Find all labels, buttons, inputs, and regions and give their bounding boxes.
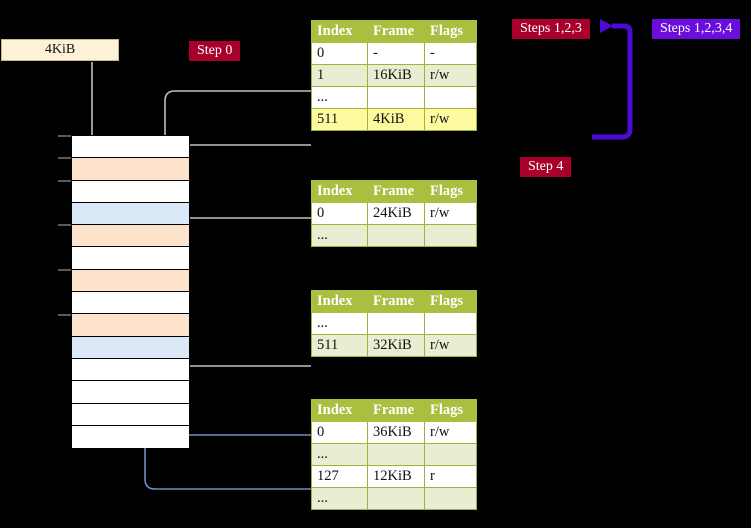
memory-frame-row	[72, 336, 189, 359]
step-0-label: Step 0	[189, 41, 241, 61]
column-header-index: Index	[311, 399, 368, 422]
column-header-flags: Flags	[424, 290, 477, 313]
table-row: ...	[311, 224, 477, 247]
flags-cell: r/w	[424, 108, 477, 131]
memory-frame-row	[72, 292, 189, 315]
step-4-label: Step 4	[520, 157, 572, 177]
column-header-flags: Flags	[424, 20, 477, 43]
flags-cell: r/w	[424, 64, 477, 87]
step-4-text: Step 4	[528, 159, 564, 174]
physical-memory-column	[71, 135, 190, 449]
table-row: ...	[311, 487, 477, 510]
index-cell: ...	[311, 224, 368, 247]
index-cell: 0	[311, 42, 368, 65]
frame-cell	[367, 312, 425, 335]
flags-cell: r/w	[424, 202, 477, 225]
frame-cell: -	[367, 42, 425, 65]
steps-123-text: Steps 1,2,3	[520, 21, 582, 36]
frame-cell	[367, 443, 425, 466]
index-cell: ...	[311, 487, 368, 510]
column-header-index: Index	[311, 20, 368, 43]
index-cell: ...	[311, 312, 368, 335]
index-cell: 0	[311, 202, 368, 225]
memory-frame-row	[72, 381, 189, 404]
frame-cell: 24KiB	[367, 202, 425, 225]
frame-cell: 16KiB	[367, 64, 425, 87]
table-row: ...	[311, 443, 477, 466]
column-header-flags: Flags	[424, 399, 477, 422]
steps-1234-text: Steps 1,2,3,4	[660, 21, 733, 36]
frame-cell	[367, 487, 425, 510]
flags-cell: r	[424, 465, 477, 488]
table-row: ...	[311, 312, 477, 335]
memory-frame-row	[72, 403, 189, 426]
frame-size-label: 4KiB	[44, 42, 76, 57]
memory-frame-row	[72, 358, 189, 382]
memory-frame-row	[72, 136, 189, 159]
column-header-flags: Flags	[424, 180, 477, 203]
column-header-frame: Frame	[367, 290, 425, 313]
flags-cell: r/w	[424, 421, 477, 444]
frame-cell	[367, 86, 425, 109]
index-cell: 1	[311, 64, 368, 87]
steps-1234-label: Steps 1,2,3,4	[652, 19, 741, 39]
frame-cell: 32KiB	[367, 334, 425, 357]
memory-frame-row	[72, 425, 189, 449]
index-cell: 511	[311, 108, 368, 131]
flags-cell	[424, 487, 477, 510]
index-cell: 511	[311, 334, 368, 357]
frame-cell: 36KiB	[367, 421, 425, 444]
column-header-frame: Frame	[367, 20, 425, 43]
memory-frame-row	[72, 202, 189, 226]
memory-frame-row	[72, 225, 189, 248]
flags-cell: -	[424, 42, 477, 65]
step-0-text: Step 0	[197, 43, 233, 58]
index-cell: 127	[311, 465, 368, 488]
flags-cell	[424, 86, 477, 109]
table-row: 0--	[311, 42, 477, 65]
index-cell: 0	[311, 421, 368, 444]
memory-frame-row	[72, 158, 189, 181]
frame-cell: 12KiB	[367, 465, 425, 488]
column-header-frame: Frame	[367, 399, 425, 422]
index-cell: ...	[311, 443, 368, 466]
flags-cell	[424, 443, 477, 466]
flags-cell	[424, 224, 477, 247]
column-header-index: Index	[311, 180, 368, 203]
flags-cell	[424, 312, 477, 335]
steps-123-label: Steps 1,2,3	[512, 19, 590, 39]
index-cell: ...	[311, 86, 368, 109]
frame-cell	[367, 224, 425, 247]
memory-frame-row	[72, 180, 189, 203]
column-header-index: Index	[311, 290, 368, 313]
memory-frame-row	[72, 314, 189, 337]
frame-cell: 4KiB	[367, 108, 425, 131]
table-row: ...	[311, 86, 477, 109]
memory-frame-row	[72, 247, 189, 270]
memory-frame-row	[72, 269, 189, 293]
frame-size-box: 4KiB	[1, 39, 119, 61]
flags-cell: r/w	[424, 334, 477, 357]
column-header-frame: Frame	[367, 180, 425, 203]
